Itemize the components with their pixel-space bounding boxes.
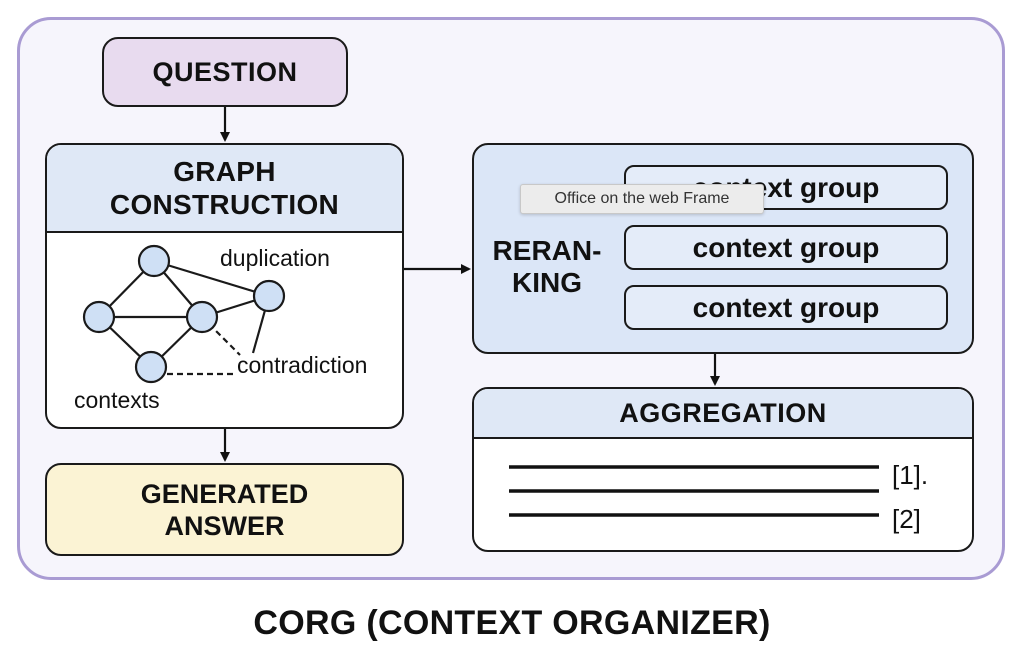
reference-2: [2] [892,504,921,534]
graph-node [134,350,168,384]
reference-1: [1]. [892,460,929,490]
graph-construction-box: GRAPH CONSTRUCTION duplication contradic… [45,143,404,429]
answer-line1: GENERATED [140,478,309,509]
reranking-label-line1: RERAN- [492,235,602,266]
generated-answer-box: GENERATED ANSWER [45,463,404,556]
contexts-label: contexts [74,387,160,413]
context-group-3: context group [624,285,948,330]
graph-edge-dashed [201,316,241,356]
diagram-caption: CORG (CONTEXT ORGANIZER) [253,604,771,642]
graph-title-line2: CONSTRUCTION [109,189,340,220]
context-graph: duplication contradiction contexts [74,244,367,413]
contradiction-label: contradiction [237,352,367,378]
graph-edge [153,259,270,298]
aggregation-box: AGGREGATION [1]. [2] [472,387,974,552]
graph-node [137,244,171,278]
graph-title-line1: GRAPH [173,156,276,187]
graph-construction-header: GRAPH CONSTRUCTION [47,145,402,233]
aggregated-lines [509,465,879,517]
reranking-label-line2: KING [512,267,582,298]
question-label: QUESTION [152,56,298,87]
graph-node [185,300,219,334]
graph-node [252,279,286,313]
answer-line2: ANSWER [164,510,285,541]
duplication-label: duplication [220,245,330,271]
reranking-box: RERAN- KING context group context group … [472,143,974,354]
context-group-2: context group [624,225,948,270]
reranking-label: RERAN- KING [482,235,612,299]
frame-tooltip: Office on the web Frame [520,184,764,214]
graph-node [82,300,116,334]
aggregation-header: AGGREGATION [474,389,972,439]
context-group-1: context group [624,165,948,210]
question-box: QUESTION [102,37,348,107]
